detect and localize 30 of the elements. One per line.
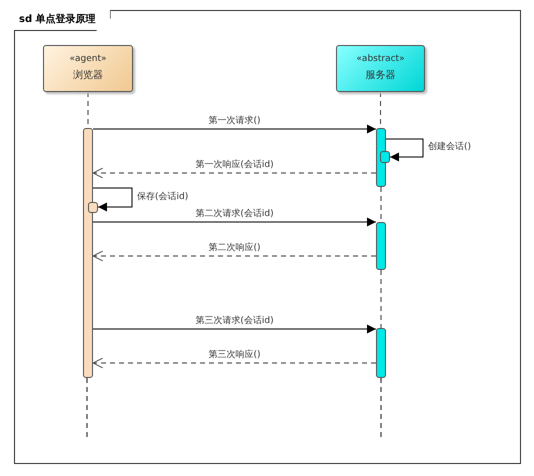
return-message-arrow <box>92 168 376 178</box>
stereotype-label: «abstract» <box>355 54 406 64</box>
participant-name: 浏览器 <box>72 68 104 82</box>
message-arrow <box>386 138 424 162</box>
message-label: 第一次请求() <box>208 116 261 127</box>
message-label: 第二次响应() <box>208 243 261 254</box>
message-label: 第三次请求(会话id) <box>195 316 274 327</box>
lifeline <box>380 270 382 328</box>
activation-bar <box>88 202 98 213</box>
message-label: 创建会话() <box>428 142 472 153</box>
participant-name: 服务器 <box>364 69 396 82</box>
message-arrow <box>92 124 376 134</box>
message-arrow <box>92 218 376 226</box>
message-arrow <box>92 188 132 212</box>
participant-box <box>43 45 133 92</box>
activation-bar <box>380 151 390 163</box>
activation-bar <box>83 128 93 378</box>
message-label: 第一次响应(会话id) <box>195 160 274 171</box>
message-label: 第二次请求(会话id) <box>195 209 274 220</box>
stereotype-label: «agent» <box>68 54 108 64</box>
participant-box <box>336 45 425 92</box>
activation-bar <box>376 328 386 378</box>
activation-bar <box>376 128 386 187</box>
message-label: 第三次响应() <box>208 350 261 361</box>
return-message-arrow <box>92 358 376 368</box>
message-label: 保存(会话id) <box>137 192 188 202</box>
frame-title: sd 单点登录原理 <box>14 10 111 31</box>
message-arrow <box>92 324 376 334</box>
return-message-arrow <box>92 250 376 262</box>
activation-bar <box>376 222 386 270</box>
